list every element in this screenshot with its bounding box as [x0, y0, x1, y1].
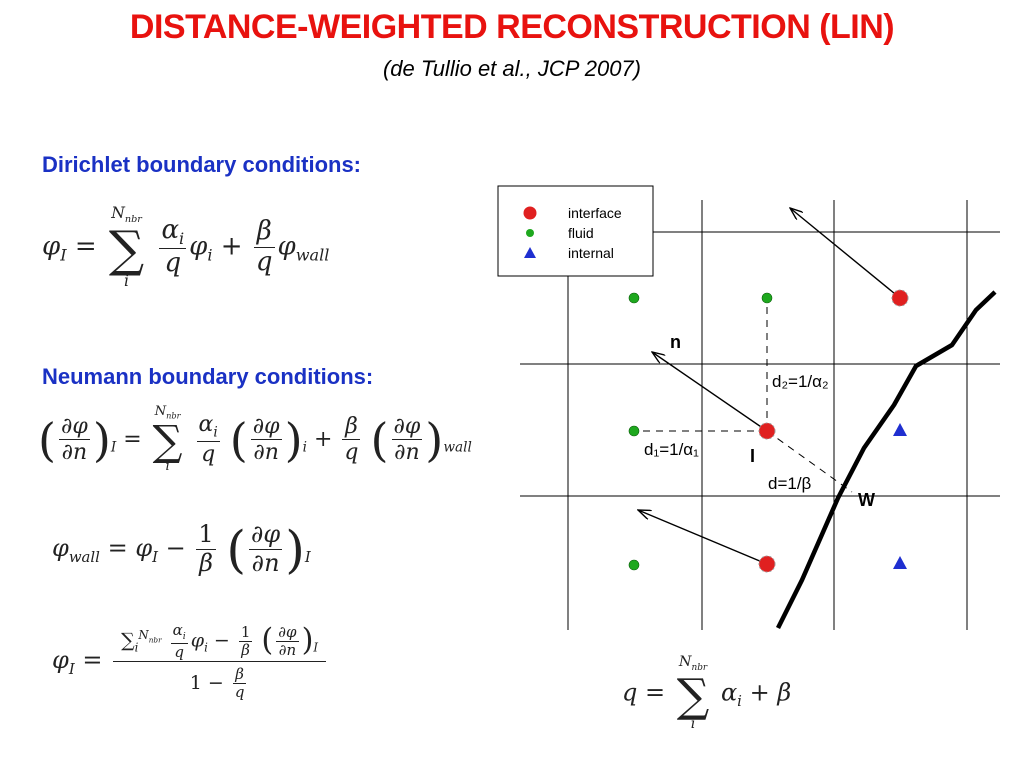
interface-point	[758, 555, 776, 573]
interface-point	[758, 422, 776, 440]
d2-label: d₂=1/α₂	[772, 372, 829, 391]
fluid-point	[761, 292, 773, 304]
d-label: d=1/β	[768, 474, 812, 493]
legend-fluid-label: fluid	[568, 225, 594, 241]
legend-internal-label: internal	[568, 245, 614, 261]
q-equation: q = Nnbr∑i αi + β	[622, 654, 792, 732]
fluid-point	[628, 425, 640, 437]
normal-label: n	[670, 332, 681, 352]
neumann-heading: Neumann boundary conditions:	[42, 364, 374, 389]
internal-point	[893, 423, 907, 436]
reconstruction-diagram: n I W d₂=1/α₂ d₁=1/α₁ d=1/β interface fl…	[497, 185, 1000, 630]
distance-lines	[634, 299, 853, 493]
dirichlet-heading: Dirichlet boundary conditions:	[42, 152, 362, 177]
d1-label: d₁=1/α₁	[644, 440, 699, 459]
fluid-legend-icon	[526, 229, 534, 237]
interface-legend-icon	[523, 206, 537, 220]
slide-subtitle: (de Tullio et al., JCP 2007)	[382, 56, 641, 81]
interface-point-label: I	[750, 446, 755, 466]
internal-points	[893, 423, 907, 569]
interface-point	[891, 289, 909, 307]
wall-point-label: W	[858, 490, 875, 510]
interface-points	[758, 289, 909, 573]
slide-title: DISTANCE-WEIGHTED RECONSTRUCTION (LIN)	[129, 8, 895, 46]
fluid-point	[628, 292, 640, 304]
extrapolation-arrows	[638, 208, 901, 565]
wall-boundary	[775, 290, 997, 630]
legend: interface fluid internal	[497, 185, 654, 277]
fluid-points	[628, 292, 773, 571]
internal-legend-icon	[524, 247, 536, 258]
fluid-point	[628, 559, 640, 571]
legend-interface-label: interface	[568, 205, 622, 221]
internal-point	[893, 556, 907, 569]
